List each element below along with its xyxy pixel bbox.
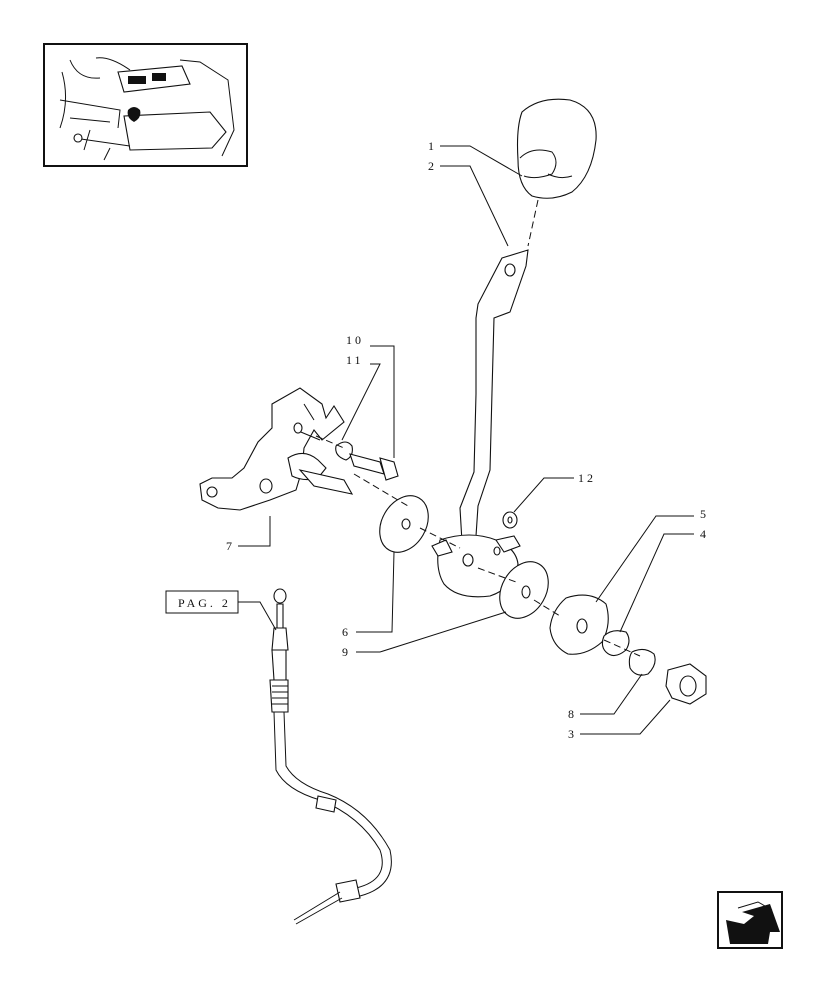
page-reference-label: PAG. 2 (178, 596, 231, 610)
location-thumbnail (43, 43, 248, 167)
control-cable (269, 588, 392, 925)
assembly-axis (315, 435, 641, 657)
callout-3: 3 (568, 727, 577, 741)
callout-4: 4 (700, 527, 709, 541)
washer-9 (499, 561, 549, 619)
callout-7: 7 (226, 539, 235, 553)
callout-11: 11 (346, 353, 364, 367)
callout-12: 12 (578, 471, 596, 485)
gear-lever (431, 249, 529, 598)
knob-axis (527, 199, 539, 247)
callout-labels: 1 2 10 11 12 5 4 7 6 9 8 3 (226, 139, 709, 741)
callout-2: 2 (428, 159, 437, 173)
page-reference[interactable]: PAG. 2 (165, 590, 239, 614)
lever-knob (516, 98, 597, 199)
callout-5: 5 (700, 507, 709, 521)
clip-4 (601, 630, 630, 657)
leader-lines (238, 145, 694, 735)
support-bracket (199, 387, 354, 511)
callout-10: 10 (346, 333, 364, 347)
washer-12 (502, 511, 518, 529)
bushing-5 (549, 594, 609, 655)
washer-6 (379, 495, 429, 553)
nut-3 (665, 663, 707, 705)
callout-8: 8 (568, 707, 577, 721)
callout-9: 9 (342, 645, 351, 659)
clip-8 (628, 648, 656, 676)
pin-and-clip (335, 441, 399, 481)
callout-6: 6 (342, 625, 351, 639)
callout-1: 1 (428, 139, 437, 153)
return-arrow-icon[interactable] (717, 891, 783, 949)
